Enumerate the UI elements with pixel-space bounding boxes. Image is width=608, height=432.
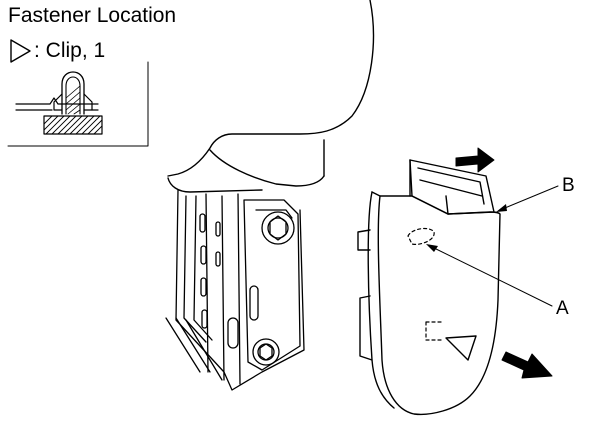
fastener-location-title: Fastener Location xyxy=(8,4,177,27)
seat-back-outline xyxy=(167,0,375,193)
seat-hinge-bracket xyxy=(165,189,305,391)
callout-label-a: A xyxy=(556,298,569,319)
triangle-outline-icon xyxy=(10,39,31,63)
direction-arrow-up xyxy=(455,147,495,173)
hinge-cover xyxy=(357,159,501,416)
leader-line-a xyxy=(429,245,553,307)
callout-label-b: B xyxy=(562,175,575,196)
clip-detail-inset xyxy=(7,61,149,147)
direction-arrow-down xyxy=(501,351,553,379)
clip-legend-text: : Clip, 1 xyxy=(34,39,106,62)
leader-line-b xyxy=(499,185,559,211)
